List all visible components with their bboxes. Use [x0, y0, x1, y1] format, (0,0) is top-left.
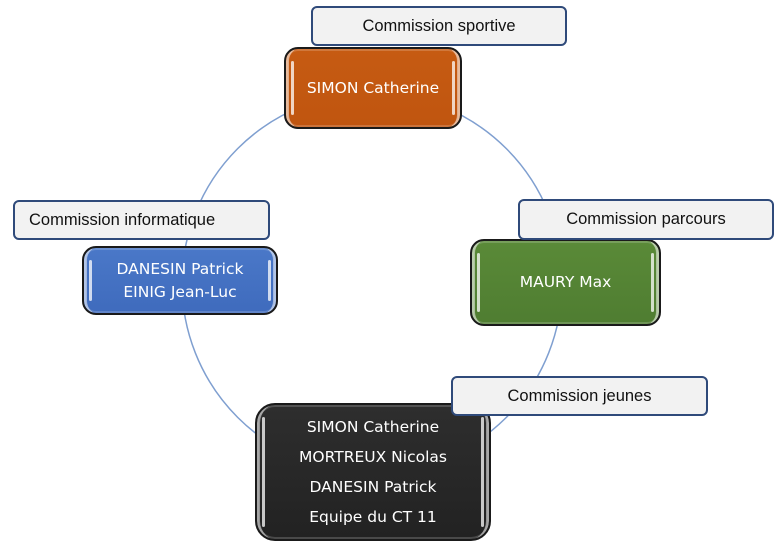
- node-sportive: SIMON Catherine: [284, 47, 462, 129]
- callout-label: Commission informatique: [29, 210, 216, 229]
- node-informatique: DANESIN Patrick EINIG Jean-Luc: [82, 246, 278, 315]
- node-jeunes: SIMON Catherine MORTREUX Nicolas DANESIN…: [255, 403, 491, 541]
- callout-label: Commission jeunes: [507, 386, 652, 405]
- callout-label: Commission sportive: [362, 16, 516, 35]
- member: MORTREUX Nicolas: [299, 447, 447, 466]
- callout-informatique: Commission informatique: [13, 200, 270, 240]
- callout-sportive: Commission sportive: [311, 6, 567, 46]
- node-parcours: MAURY Max: [470, 239, 661, 326]
- member: DANESIN Patrick: [116, 260, 244, 279]
- member: MAURY Max: [519, 273, 612, 292]
- member: EINIG Jean-Luc: [123, 282, 237, 301]
- member: SIMON Catherine: [306, 417, 440, 436]
- callout-parcours: Commission parcours: [518, 199, 774, 240]
- callout-label: Commission parcours: [566, 210, 726, 228]
- member: DANESIN Patrick: [309, 478, 437, 496]
- callout-jeunes: Commission jeunes: [451, 376, 708, 416]
- member: Equipe du CT 11: [309, 508, 437, 527]
- member: SIMON Catherine: [306, 78, 440, 97]
